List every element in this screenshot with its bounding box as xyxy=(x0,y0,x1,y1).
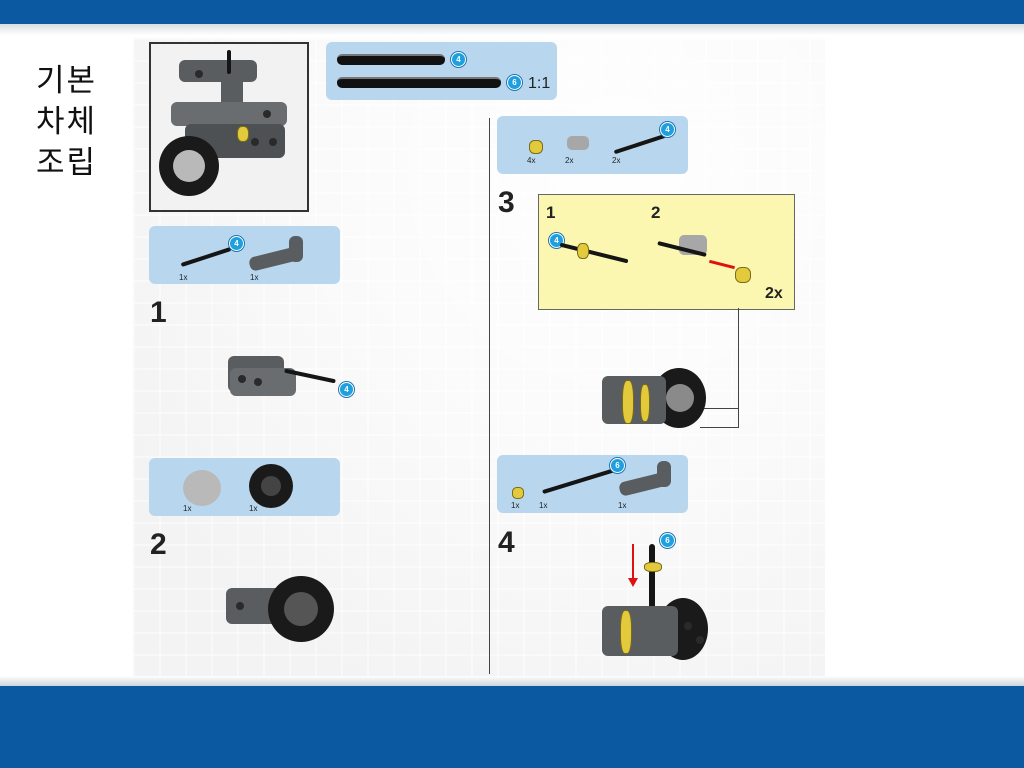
step3-qty-bush: 4x xyxy=(527,156,536,165)
bush-icon xyxy=(512,487,524,499)
axle-6-icon xyxy=(337,77,501,88)
bottom-brand-bar xyxy=(0,686,1024,768)
step4-axle-badge: 6 xyxy=(610,458,625,473)
scale-ratio: 1:1 xyxy=(528,75,551,92)
step4-qty-beam: 1x xyxy=(618,501,627,510)
step1-parts-box: 4 1x 1x xyxy=(149,226,340,284)
axle-reference-box: 4 6 1:1 xyxy=(326,42,557,100)
step4-qty-bush: 1x xyxy=(511,501,520,510)
axle-4-icon xyxy=(337,54,445,65)
step3-sub-number-2: 2 xyxy=(651,203,661,222)
step2-qty-rim: 1x xyxy=(183,504,192,513)
rim-icon xyxy=(183,470,221,506)
down-arrow-icon xyxy=(632,544,634,582)
axle-4-icon xyxy=(180,247,232,267)
step1-qty-axle: 1x xyxy=(179,273,188,282)
step3-multiplier: 2x xyxy=(765,285,783,302)
column-divider xyxy=(489,118,490,674)
axle-4-badge: 4 xyxy=(451,52,466,67)
finished-model-frame xyxy=(149,42,309,212)
top-bar-shine xyxy=(0,24,1024,35)
step1-axle-badge: 4 xyxy=(229,236,244,251)
slide-title: 기본 차체 조립 xyxy=(36,60,116,183)
step4-parts-box: 1x 6 1x 1x xyxy=(497,455,688,513)
step1-number: 1 xyxy=(150,296,167,329)
top-brand-bar xyxy=(0,0,1024,24)
step4-number: 4 xyxy=(498,526,515,559)
insert-arrow-icon xyxy=(709,259,735,270)
axle-6-badge: 6 xyxy=(507,75,522,90)
step2-number: 2 xyxy=(150,528,167,561)
slide-title-line-3: 조립 xyxy=(36,145,98,180)
step3-sub-assembly-callout: 1 2 4 2x xyxy=(538,194,795,310)
slide-title-line-2: 차체 xyxy=(36,104,98,139)
step1-qty-beam: 1x xyxy=(250,273,259,282)
cross-connector-icon xyxy=(567,136,589,150)
bottom-bar-shine xyxy=(0,676,1024,688)
bush-icon xyxy=(529,140,543,154)
step2-qty-tire: 1x xyxy=(249,504,258,513)
step3-parts-box: 4x 2x 4 2x xyxy=(497,116,688,174)
axle-6-icon xyxy=(542,467,616,495)
axle-4-icon xyxy=(613,133,667,155)
step3-qty-axle: 2x xyxy=(612,156,621,165)
step1-callout-badge: 4 xyxy=(339,382,354,397)
step4-qty-axle: 1x xyxy=(539,501,548,510)
step3-sub-number-1: 1 xyxy=(546,203,556,222)
step3-axle-badge: 4 xyxy=(660,122,675,137)
step3-number: 3 xyxy=(498,186,515,219)
step3-qty-connector: 2x xyxy=(565,156,574,165)
step2-parts-box: 1x 1x xyxy=(149,458,340,516)
slide-title-line-1: 기본 xyxy=(36,63,98,98)
step4-callout-badge: 6 xyxy=(660,533,675,548)
callout-leader xyxy=(738,308,739,428)
